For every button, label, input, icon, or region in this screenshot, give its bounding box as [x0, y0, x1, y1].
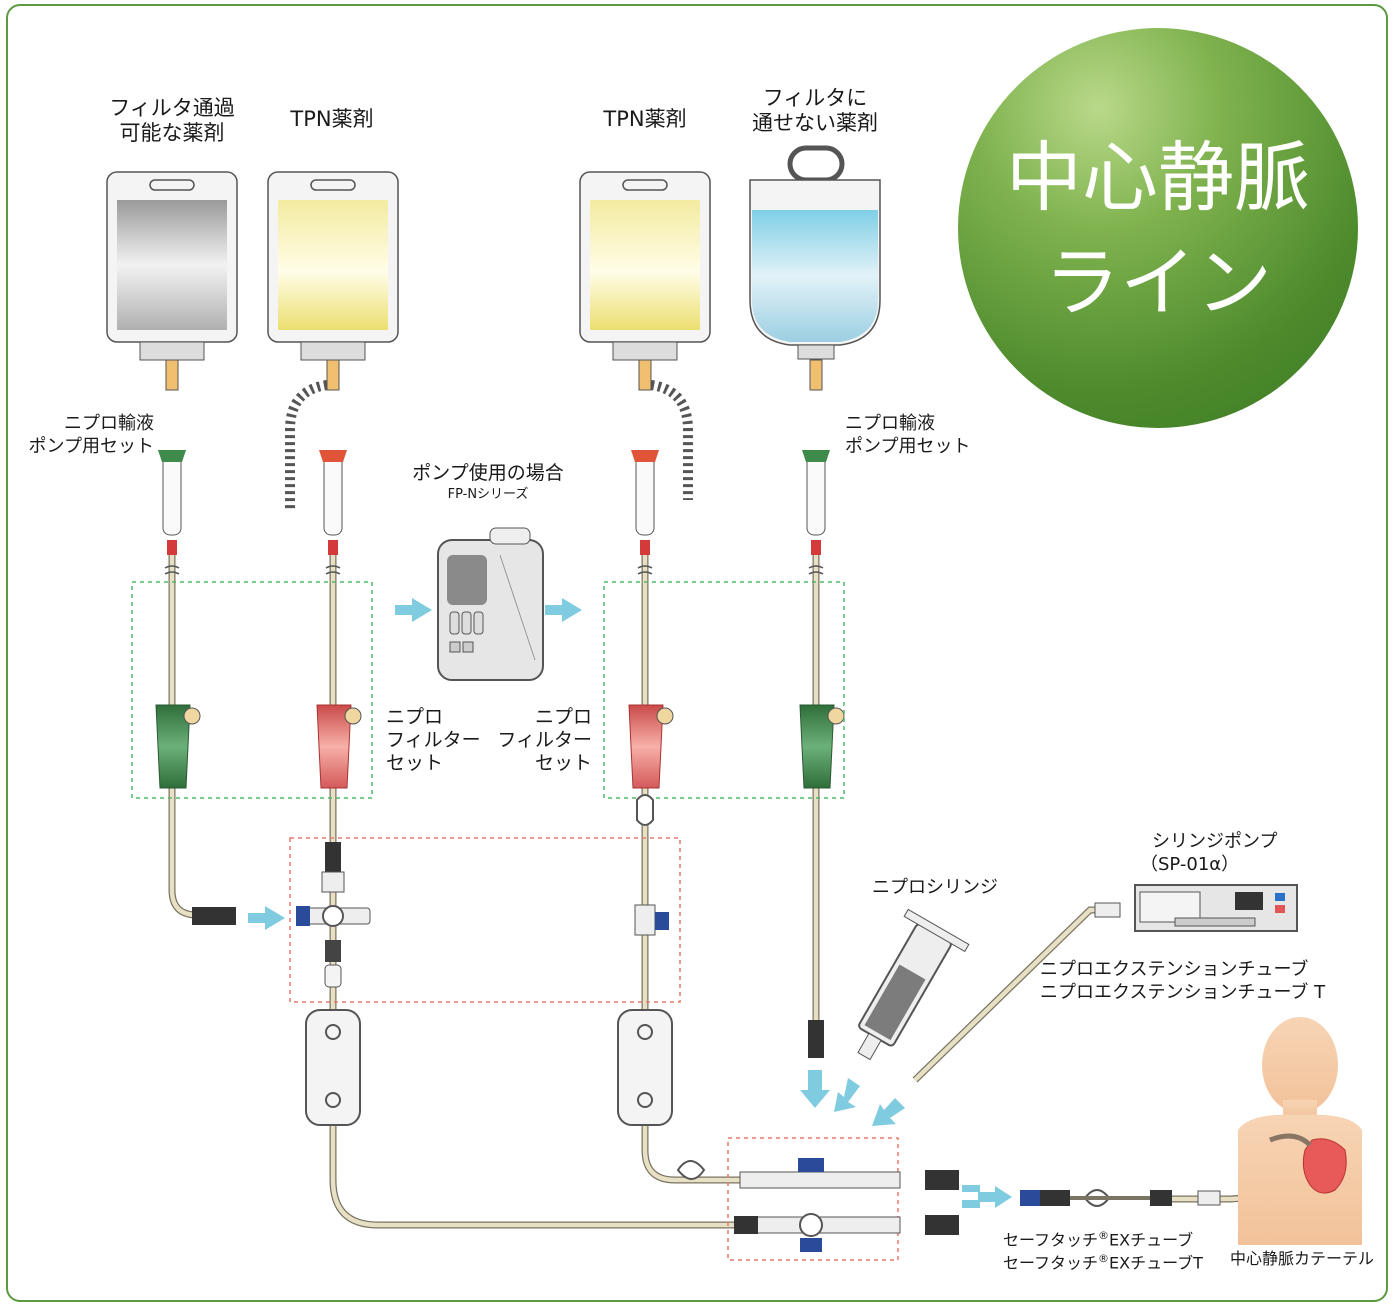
flow-arrows: [248, 598, 1012, 1208]
label-safetouch-1-suffix: EXチューブ: [1109, 1230, 1194, 1250]
registered-mark-2: ®: [1098, 1252, 1110, 1265]
filter-red-right: [628, 704, 674, 789]
bottle-non-filterable-drug: [749, 145, 881, 360]
stopcock-4way: [192, 842, 371, 988]
label-syringe: ニプロシリンジ: [872, 877, 998, 898]
tube-break-marks: [164, 565, 824, 575]
manifold: [676, 1158, 959, 1252]
title-line-2: ライン: [1044, 238, 1272, 327]
syringe-pump: [1094, 884, 1298, 932]
bag-label-tpn-1: TPN薬剤: [290, 107, 374, 131]
patient-torso: [1238, 1017, 1362, 1245]
filter-group-left: [131, 581, 373, 799]
bag-label-non-filterable: フィルタに 通せない薬剤: [752, 86, 878, 135]
label-safetouch-1: セーフタッチ®EXチューブ: [1003, 1224, 1223, 1251]
drip-chamber-3: [631, 359, 693, 555]
label-safetouch-2-name: セーフタッチ: [1003, 1253, 1099, 1273]
manifold-group: [727, 1137, 899, 1261]
label-catheter: 中心静脈カテーテル: [1230, 1249, 1375, 1268]
bag-label-filterable: フィルタ通過 可能な薬剤: [109, 96, 235, 145]
label-extension-tube-2: ニプロエクステンションチューブ T: [1040, 982, 1326, 1003]
filter-group-right: [603, 581, 845, 799]
luer-connector: [808, 1020, 824, 1058]
title-badge: 中心静脈 ライン: [958, 28, 1358, 428]
filter-red-left: [316, 704, 362, 789]
registered-mark-1: ®: [1098, 1229, 1110, 1242]
label-pump-set-right: ニプロ輸液 ポンプ用セット: [845, 413, 971, 457]
filter-green-right: [799, 704, 845, 789]
bag-tpn-1: [267, 171, 399, 361]
drip-chamber-2: [285, 359, 347, 555]
stopcock-group: [289, 837, 681, 1003]
label-syringe-pump-model: （SP-01α）: [1140, 854, 1240, 875]
label-filter-set-left: ニプロ フィルター セット: [386, 706, 481, 774]
diagram-frame: [6, 4, 1388, 1302]
label-pump-model: FP-Nシリーズ: [447, 487, 529, 502]
label-extension-tube-1: ニプロエクステンションチューブ: [1040, 959, 1309, 980]
label-filter-set-right: ニプロ フィルター セット: [497, 706, 592, 774]
filter-green-left: [155, 704, 201, 789]
label-pump-set-left: ニプロ輸液 ポンプ用セット: [28, 413, 154, 457]
drip-reservoir-left: [305, 1009, 361, 1126]
syringe: [857, 908, 970, 1061]
label-pump-usage: ポンプ使用の場合: [412, 462, 564, 484]
title-line-1: 中心静脈: [1006, 133, 1310, 222]
label-syringe-pump: シリンジポンプ: [1152, 831, 1278, 852]
infusion-pump: [437, 527, 544, 681]
drip-chamber-1: [158, 359, 186, 555]
label-safetouch-2: セーフタッチ®EXチューブT: [1003, 1247, 1223, 1274]
bag-tpn-2: [579, 171, 711, 361]
label-safetouch-1-name: セーフタッチ: [1003, 1230, 1099, 1250]
stopcock-3way: [634, 794, 669, 936]
drip-reservoir-right: [617, 1009, 673, 1126]
bag-label-tpn-2: TPN薬剤: [603, 107, 687, 131]
drip-chamber-4: [802, 359, 830, 555]
label-safetouch-2-suffix: EXチューブT: [1109, 1253, 1203, 1273]
extension-set: [1020, 1189, 1221, 1207]
bag-filterable-drug: [106, 171, 238, 361]
